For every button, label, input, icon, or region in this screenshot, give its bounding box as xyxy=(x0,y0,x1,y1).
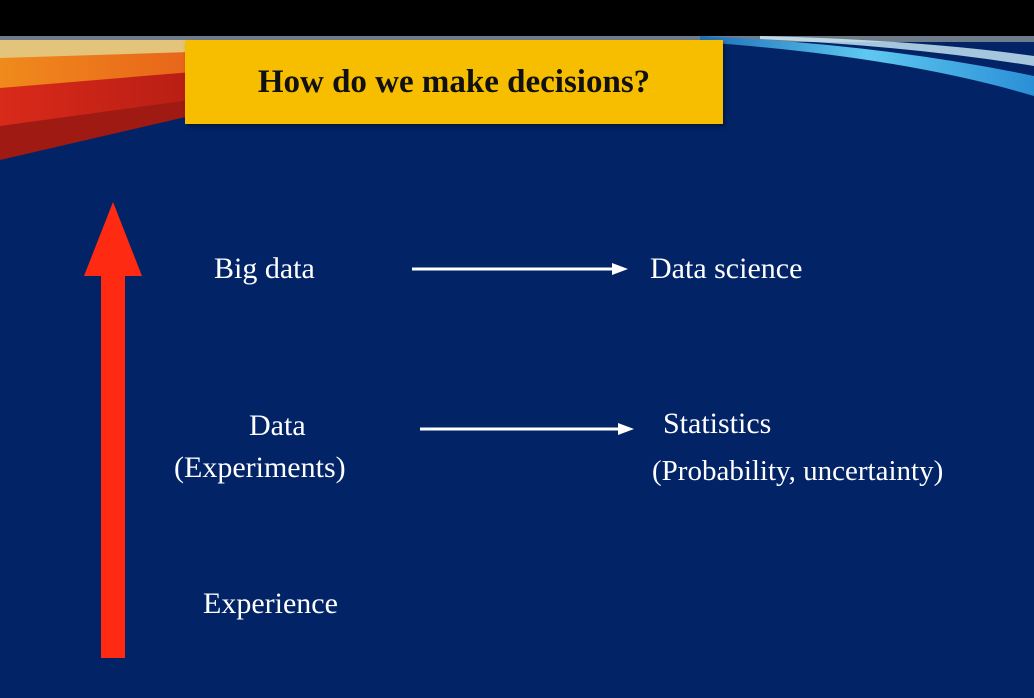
label-big-data: Big data xyxy=(214,252,315,285)
slide: How do we make decisions? Big data Data … xyxy=(0,36,1034,698)
label-experiments: (Experiments) xyxy=(174,451,346,484)
label-probability-uncertainty: (Probability, uncertainty) xyxy=(652,455,944,487)
label-data-science: Data science xyxy=(650,252,803,285)
label-statistics: Statistics xyxy=(663,407,772,440)
white-right-arrow-icon xyxy=(420,423,634,435)
title-banner: How do we make decisions? xyxy=(185,40,723,124)
slide-title: How do we make decisions? xyxy=(257,64,651,100)
label-experience: Experience xyxy=(203,587,338,620)
red-up-arrow-icon xyxy=(84,202,142,658)
white-right-arrow-icon xyxy=(412,263,628,275)
label-data: Data xyxy=(249,409,306,442)
